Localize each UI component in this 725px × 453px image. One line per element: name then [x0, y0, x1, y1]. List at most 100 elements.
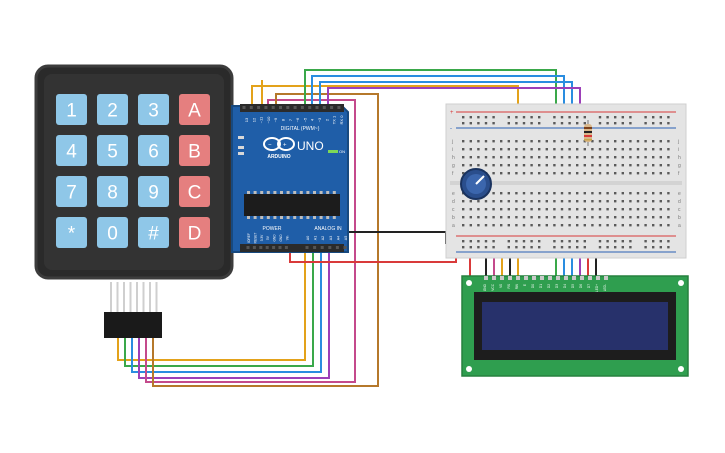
breadboard-hole[interactable] [621, 208, 624, 211]
breadboard-hole[interactable] [530, 140, 533, 143]
breadboard-hole[interactable] [530, 224, 533, 227]
breadboard-hole[interactable] [598, 200, 602, 203]
breadboard-hole[interactable] [591, 148, 594, 151]
breadboard-hole[interactable] [507, 192, 510, 195]
breadboard-hole[interactable] [560, 208, 564, 211]
breadboard-hole[interactable] [614, 224, 617, 227]
rail-hole[interactable] [598, 240, 602, 243]
breadboard-hole[interactable] [484, 148, 488, 151]
breadboard-hole[interactable] [629, 148, 632, 151]
breadboard-hole[interactable] [515, 200, 518, 203]
breadboard-hole[interactable] [545, 192, 548, 195]
breadboard-hole[interactable] [606, 216, 609, 219]
lcd-pin[interactable] [572, 276, 576, 280]
rail-hole[interactable] [621, 246, 624, 249]
rail-hole[interactable] [667, 122, 670, 125]
keypad-key-8[interactable]: 8 [97, 176, 128, 207]
breadboard-hole[interactable] [576, 164, 579, 167]
breadboard-hole[interactable] [621, 172, 624, 175]
breadboard-hole[interactable] [530, 148, 533, 151]
rail-hole[interactable] [560, 116, 564, 119]
breadboard-hole[interactable] [576, 208, 579, 211]
breadboard-hole[interactable] [507, 200, 510, 203]
breadboard-hole[interactable] [553, 200, 556, 203]
breadboard-hole[interactable] [652, 192, 655, 195]
breadboard-hole[interactable] [484, 164, 488, 167]
breadboard-hole[interactable] [538, 140, 541, 143]
digital-pin-hole[interactable] [264, 106, 268, 109]
digital-pin-hole[interactable] [286, 106, 290, 109]
rail-hole[interactable] [606, 246, 609, 249]
breadboard-hole[interactable] [621, 200, 624, 203]
breadboard-hole[interactable] [614, 172, 617, 175]
breadboard-hole[interactable] [591, 164, 594, 167]
breadboard-hole[interactable] [492, 192, 495, 195]
breadboard-hole[interactable] [538, 224, 541, 227]
breadboard-hole[interactable] [667, 164, 670, 167]
rail-hole[interactable] [522, 116, 526, 119]
rail-hole[interactable] [538, 246, 541, 249]
rail-hole[interactable] [629, 122, 632, 125]
rail-hole[interactable] [492, 122, 495, 125]
rail-hole[interactable] [530, 116, 533, 119]
breadboard-hole[interactable] [507, 224, 510, 227]
rail-hole[interactable] [538, 116, 541, 119]
lcd-pin[interactable] [580, 276, 584, 280]
breadboard-hole[interactable] [652, 140, 655, 143]
breadboard-hole[interactable] [667, 200, 670, 203]
breadboard-hole[interactable] [553, 156, 556, 159]
breadboard-hole[interactable] [515, 164, 518, 167]
rail-hole[interactable] [469, 246, 472, 249]
power-pin-hole[interactable] [246, 246, 250, 249]
rail-hole[interactable] [659, 116, 662, 119]
rail-hole[interactable] [553, 122, 556, 125]
wire-orange[interactable] [117, 252, 306, 361]
breadboard-hole[interactable] [568, 208, 571, 211]
breadboard-hole[interactable] [530, 156, 533, 159]
rail-hole[interactable] [492, 116, 495, 119]
breadboard-hole[interactable] [583, 140, 586, 143]
breadboard-hole[interactable] [659, 192, 662, 195]
breadboard-hole[interactable] [560, 172, 564, 175]
breadboard-hole[interactable] [553, 164, 556, 167]
rail-hole[interactable] [614, 246, 617, 249]
rail-hole[interactable] [614, 122, 617, 125]
digital-pin-hole[interactable] [293, 106, 297, 109]
analog-pin-hole[interactable] [313, 246, 317, 249]
breadboard-hole[interactable] [545, 200, 548, 203]
lcd-pin[interactable] [556, 276, 560, 280]
digital-pin-hole[interactable] [242, 106, 246, 109]
breadboard-hole[interactable] [507, 156, 510, 159]
rail-hole[interactable] [667, 116, 670, 119]
rail-hole[interactable] [477, 116, 480, 119]
breadboard-hole[interactable] [568, 224, 571, 227]
rail-hole[interactable] [553, 246, 556, 249]
lcd-pin[interactable] [548, 276, 552, 280]
rail-hole[interactable] [659, 246, 662, 249]
rail-hole[interactable] [469, 116, 472, 119]
breadboard-hole[interactable] [469, 216, 472, 219]
rail-hole[interactable] [507, 116, 510, 119]
breadboard-hole[interactable] [629, 172, 632, 175]
breadboard-hole[interactable] [583, 148, 586, 151]
breadboard-hole[interactable] [515, 140, 518, 143]
keypad-key-C[interactable]: C [179, 176, 210, 207]
breadboard-hole[interactable] [477, 156, 480, 159]
breadboard-hole[interactable] [591, 224, 594, 227]
rail-hole[interactable] [583, 240, 586, 243]
breadboard-hole[interactable] [500, 148, 503, 151]
rail-hole[interactable] [644, 246, 647, 249]
breadboard-hole[interactable] [522, 148, 526, 151]
rail-hole[interactable] [560, 240, 564, 243]
breadboard-hole[interactable] [614, 216, 617, 219]
breadboard-hole[interactable] [591, 140, 594, 143]
breadboard-hole[interactable] [462, 224, 465, 227]
rail-hole[interactable] [530, 246, 533, 249]
rail-hole[interactable] [462, 116, 465, 119]
breadboard-hole[interactable] [553, 140, 556, 143]
breadboard-hole[interactable] [598, 224, 602, 227]
breadboard-hole[interactable] [614, 156, 617, 159]
breadboard-hole[interactable] [538, 164, 541, 167]
keypad-key-A[interactable]: A [179, 94, 210, 125]
breadboard-hole[interactable] [614, 200, 617, 203]
